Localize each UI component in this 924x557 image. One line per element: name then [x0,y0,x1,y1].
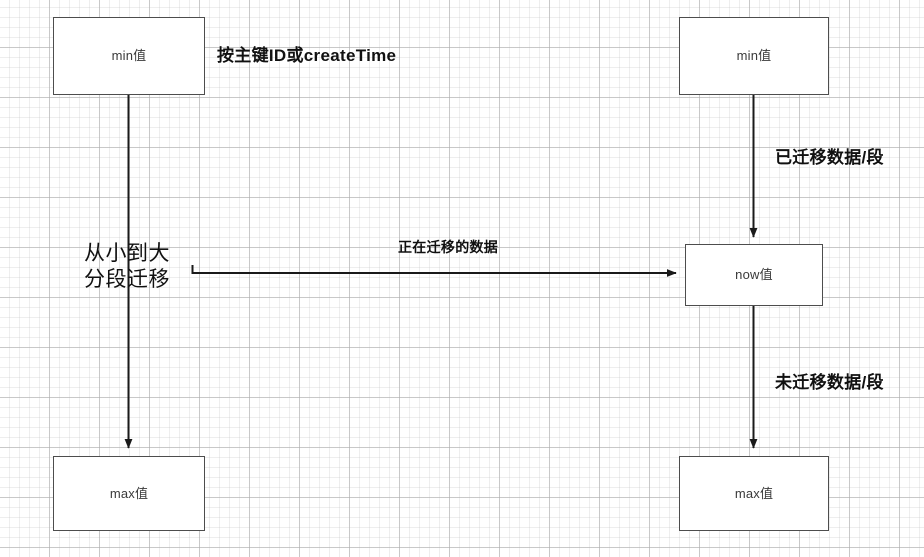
node-right-now[interactable]: now值 [685,244,823,306]
not-migrated-label: 未迁移数据/段 [775,373,884,392]
node-left-max[interactable]: max值 [53,456,205,531]
left-flow-annotation-line1: 从小到大 [84,242,170,265]
edge-migrating-to-now [191,265,677,277]
left-flow-annotation: 从小到大 分段迁移 [84,241,170,294]
migrated-label: 已迁移数据/段 [775,148,884,167]
node-left-min[interactable]: min值 [53,17,205,95]
diagram-title: 按主键ID或createTime [217,46,397,65]
node-left-max-label: max值 [109,485,149,501]
node-right-min[interactable]: min值 [679,17,829,95]
migrating-label: 正在迁移的数据 [398,239,499,255]
left-flow-annotation-line2: 分段迁移 [84,268,170,292]
node-right-min-label: min值 [736,48,772,64]
node-right-now-label: now值 [735,267,773,283]
node-left-min-label: min值 [111,48,147,64]
node-right-max[interactable]: max值 [679,456,829,531]
node-right-max-label: max值 [734,485,774,501]
